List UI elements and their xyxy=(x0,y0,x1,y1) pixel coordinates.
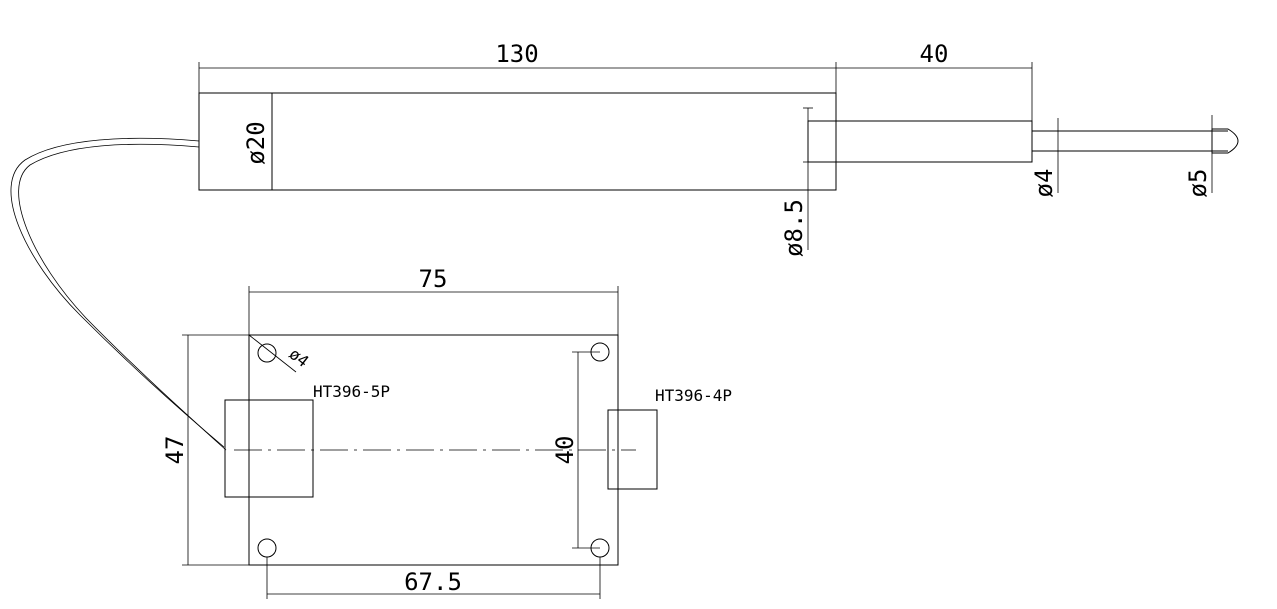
dim-label-130: 130 xyxy=(495,40,538,68)
hole-leader xyxy=(248,334,297,373)
probe-tube xyxy=(807,120,1033,163)
mounting-hole-top-left xyxy=(257,343,277,363)
circuit-board: HT396-5P HT396-4P ø4 75 47 40 67.5 xyxy=(161,265,732,599)
dim-label-75: 75 xyxy=(419,265,448,293)
dim-label-dia8-5: ø8.5 xyxy=(780,199,808,257)
dim-label-67-5: 67.5 xyxy=(404,568,462,596)
connector-4p-label: HT396-4P xyxy=(655,386,732,405)
sensor-body xyxy=(198,92,837,191)
sensor-assembly: 130 40 ø20 ø8.5 ø4 ø5 xyxy=(198,40,1239,257)
connector-4p xyxy=(607,409,658,490)
connector-5p-label: HT396-5P xyxy=(313,382,390,401)
dim-label-47: 47 xyxy=(161,436,189,465)
dim-label-40-probe: 40 xyxy=(920,40,949,68)
connector-5p xyxy=(224,399,314,498)
cable xyxy=(10,137,227,451)
dim-label-dia4: ø4 xyxy=(1030,169,1058,198)
dim-label-dia20: ø20 xyxy=(242,121,270,164)
cable-wire-2 xyxy=(18,143,227,451)
dim-label-dia5: ø5 xyxy=(1184,169,1212,198)
dim-label-40-holes: 40 xyxy=(551,436,579,465)
probe-tip xyxy=(1211,128,1239,154)
mounting-hole-bottom-left xyxy=(257,538,277,558)
cable-wire-1 xyxy=(10,137,225,448)
